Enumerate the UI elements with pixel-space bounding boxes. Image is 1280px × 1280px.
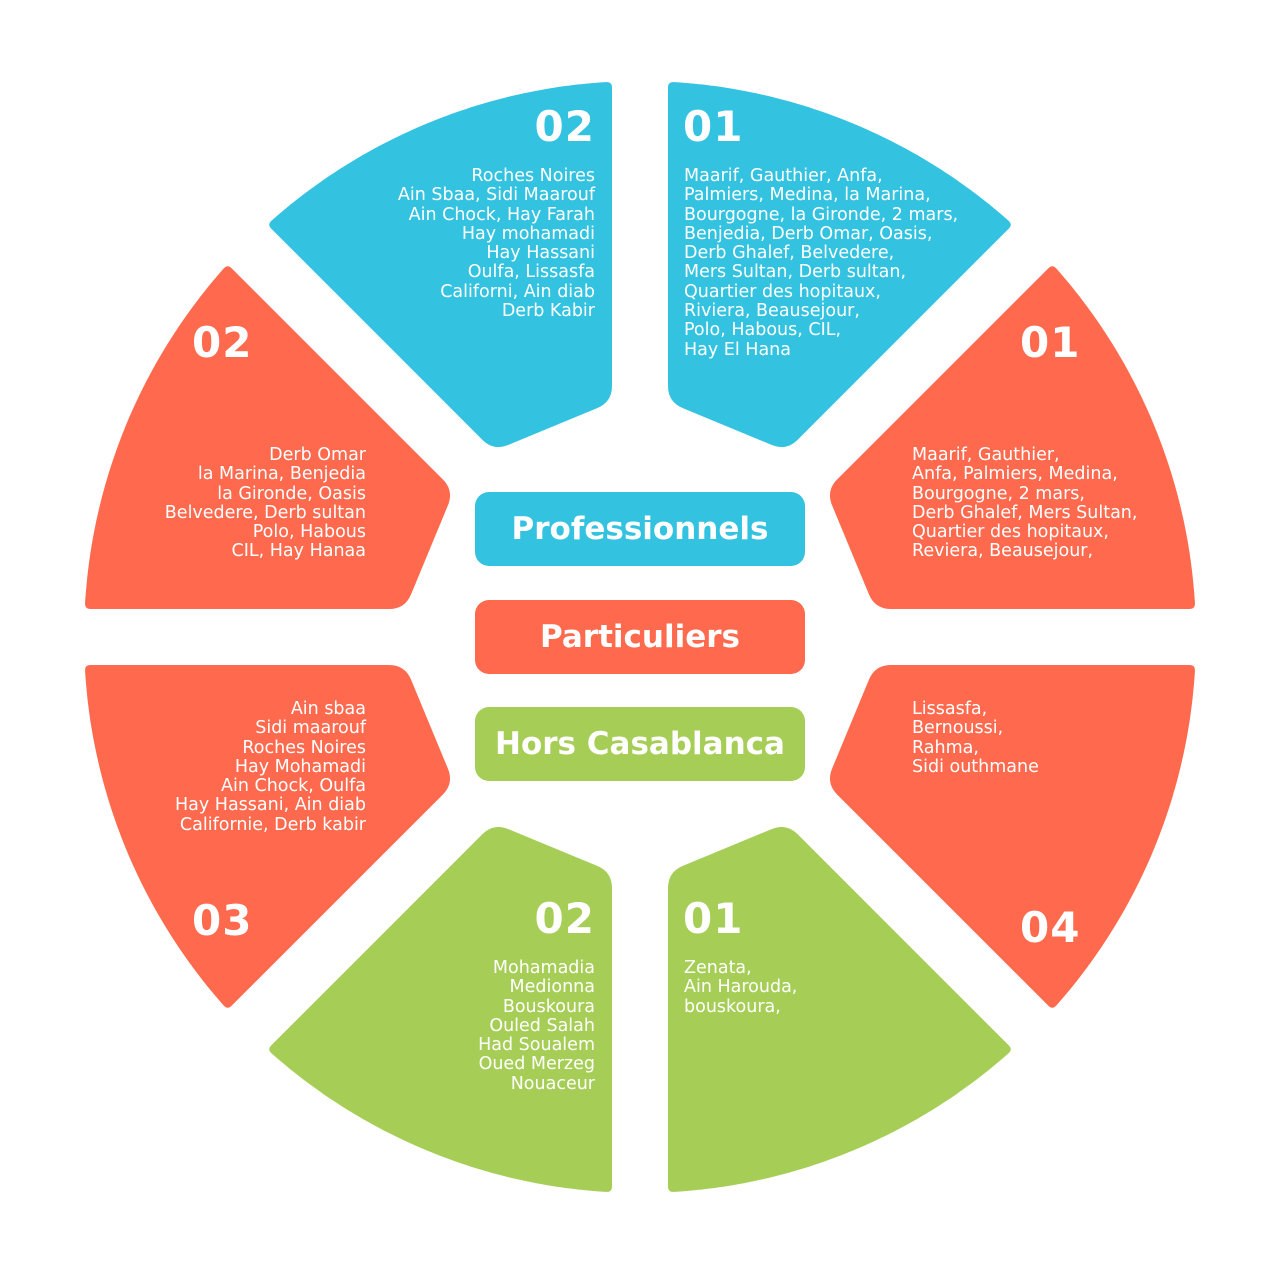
- segment-line: Hay mohamadi: [461, 223, 595, 244]
- segment-line: Nouaceur: [510, 1073, 595, 1094]
- segment-line: Anfa, Palmiers, Medina,: [912, 464, 1118, 485]
- segment-line: Hay Hassani, Ain diab: [174, 795, 366, 816]
- segment-line: Polo, Habous, CIL,: [684, 320, 842, 341]
- segment-line: Roches Noires: [471, 166, 595, 186]
- segment-line: Ain Chock, Oulfa: [221, 776, 366, 797]
- segment-line: Derb Ghalef, Mers Sultan,: [912, 502, 1138, 523]
- segment-line: Quartier des hopitaux,: [912, 522, 1109, 543]
- segment-line: Had Soualem: [478, 1035, 595, 1056]
- segment-list-part-01: Maarif, Gauthier,Anfa, Palmiers, Medina,…: [912, 445, 1138, 562]
- segment-pro-01: [668, 82, 1011, 448]
- segment-pro-02: [269, 82, 612, 448]
- segment-line: CIL, Hay Hanaa: [231, 541, 366, 562]
- segment-line: bouskoura,: [684, 996, 781, 1017]
- segment-part-04: [829, 665, 1195, 1008]
- segment-part-03: [85, 665, 451, 1008]
- segment-hors-02: [269, 826, 612, 1192]
- segment-line: Medionna: [509, 977, 595, 998]
- segment-line: Ain Sbaa, Sidi Maarouf: [397, 185, 595, 206]
- segment-line: la Marina, Benjedia: [197, 464, 366, 485]
- segment-line: Riviera, Beausejour,: [684, 301, 860, 322]
- segment-line: Hay Hassani: [486, 243, 595, 264]
- segment-line: Bourgogne, 2 mars,: [912, 483, 1085, 504]
- segment-line: Zenata,: [684, 958, 752, 978]
- segment-line: Mohamadia: [492, 958, 595, 978]
- segment-number-pro-01: 01: [683, 102, 744, 151]
- segment-line: Oued Merzeg: [478, 1054, 595, 1075]
- segment-line: Ain Chock, Hay Farah: [408, 204, 595, 225]
- segment-line: Mers Sultan, Derb sultan,: [684, 262, 907, 283]
- segment-list-pro-01: Maarif, Gauthier, Anfa,Palmiers, Medina,…: [684, 166, 959, 360]
- segment-line: Derb Ghalef, Belvedere,: [684, 243, 895, 264]
- segment-number-hors-01: 01: [683, 894, 744, 943]
- segment-line: Quartier des hopitaux,: [684, 281, 881, 302]
- segment-number-part-04: 04: [1020, 903, 1081, 952]
- segment-line: Lissasfa,: [912, 699, 988, 719]
- segment-line: Bourgogne, la Gironde, 2 mars,: [684, 204, 959, 225]
- segment-line: Polo, Habous: [252, 522, 366, 543]
- segment-line: la Gironde, Oasis: [217, 483, 366, 504]
- segment-line: Californie, Derb kabir: [179, 814, 366, 835]
- segment-number-hors-02: 02: [534, 894, 595, 943]
- segment-line: Bernoussi,: [912, 718, 1004, 739]
- segment-line: Ain sbaa: [290, 699, 366, 719]
- segment-line: Bouskoura: [502, 996, 595, 1017]
- segment-line: Rahma,: [912, 737, 979, 758]
- segment-line: Derb Kabir: [501, 301, 595, 322]
- segment-list-part-04: Lissasfa,Bernoussi,Rahma,Sidi outhmane: [912, 699, 1039, 777]
- segment-part-01: [829, 266, 1195, 609]
- segment-line: Ouled Salah: [489, 1015, 595, 1036]
- segment-line: Maarif, Gauthier, Anfa,: [684, 166, 883, 186]
- segment-list-hors-01: Zenata,Ain Harouda,bouskoura,: [684, 958, 798, 1017]
- segment-hors-01: [668, 826, 1011, 1192]
- segment-number-part-03: 03: [192, 896, 253, 945]
- segment-number-pro-02: 02: [534, 102, 595, 151]
- segment-number-part-02: 02: [192, 318, 253, 367]
- segment-line: Ain Harouda,: [684, 977, 798, 998]
- segment-line: Californi, Ain diab: [440, 281, 595, 302]
- segment-line: Benjedia, Derb Omar, Oasis,: [684, 223, 933, 244]
- segment-line: Reviera, Beausejour,: [912, 541, 1094, 562]
- segment-line: Roches Noires: [242, 737, 366, 758]
- legend-professionnels: Professionnels: [475, 492, 805, 566]
- segment-line: Sidi maarouf: [255, 718, 366, 739]
- segment-line: Maarif, Gauthier,: [912, 445, 1060, 465]
- segment-line: Palmiers, Medina, la Marina,: [684, 185, 931, 206]
- legend-hors-casablanca: Hors Casablanca: [475, 707, 805, 781]
- segment-line: Oulfa, Lissasfa: [467, 262, 595, 283]
- segment-line: Hay Mohamadi: [234, 756, 366, 777]
- legend-particuliers: Particuliers: [475, 600, 805, 674]
- segment-number-part-01: 01: [1020, 318, 1081, 367]
- segment-line: Derb Omar: [269, 445, 366, 465]
- segment-line: Belvedere, Derb sultan: [164, 502, 366, 523]
- segment-line: Hay El Hana: [684, 339, 791, 360]
- segment-part-02: [85, 266, 451, 609]
- segment-line: Sidi outhmane: [912, 756, 1039, 777]
